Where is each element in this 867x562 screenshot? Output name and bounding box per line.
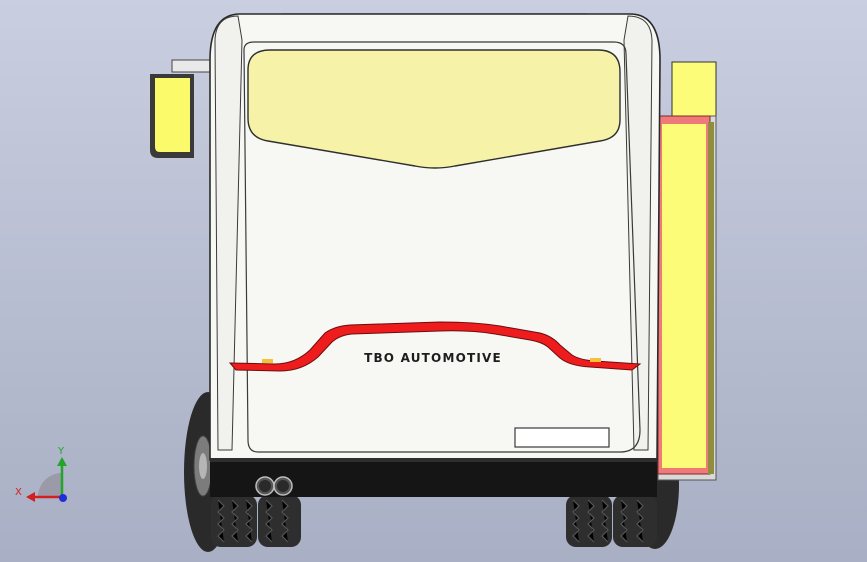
right-side-panel (657, 115, 717, 481)
brand-badge: TBO AUTOMOTIVE (364, 351, 502, 365)
axis-triad: Y X (15, 446, 67, 502)
tail-light-bar (228, 321, 642, 372)
left-mirror (150, 59, 213, 158)
axis-x-label: X (15, 487, 22, 498)
license-plate-area (514, 427, 610, 448)
right-mirror (671, 61, 717, 121)
rear-window (247, 49, 621, 169)
axis-y-label: Y (57, 446, 65, 457)
exhaust-pipes (255, 476, 293, 496)
